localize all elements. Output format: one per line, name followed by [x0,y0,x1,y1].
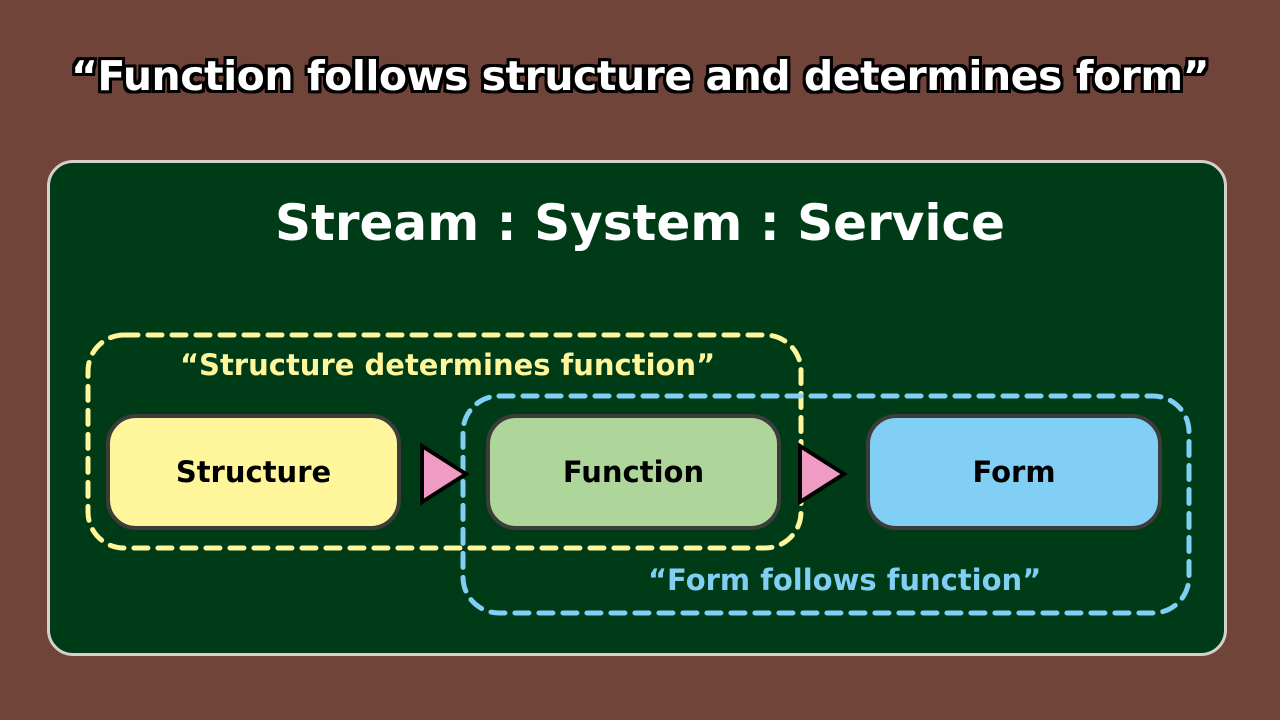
node-function: Function [486,414,781,530]
headline-quote: “Function follows structure and determin… [70,52,1210,100]
group-outline-function-form [460,393,1192,616]
node-structure-label: Structure [175,455,332,489]
group-label-form-follows-function: “Form follows function” [648,563,1042,597]
group-outline-structure-function [85,332,804,551]
node-function-label: Function [562,455,705,489]
node-form: Form [866,414,1162,530]
board-title: Stream : System : Service [274,194,1006,252]
arrow-function-to-form [798,442,848,506]
node-form-label: Form [972,455,1056,489]
node-structure: Structure [106,414,401,530]
chalkboard-panel [47,160,1227,656]
group-label-structure-determines-function: “Structure determines function” [180,348,716,382]
arrow-structure-to-function [420,442,470,506]
